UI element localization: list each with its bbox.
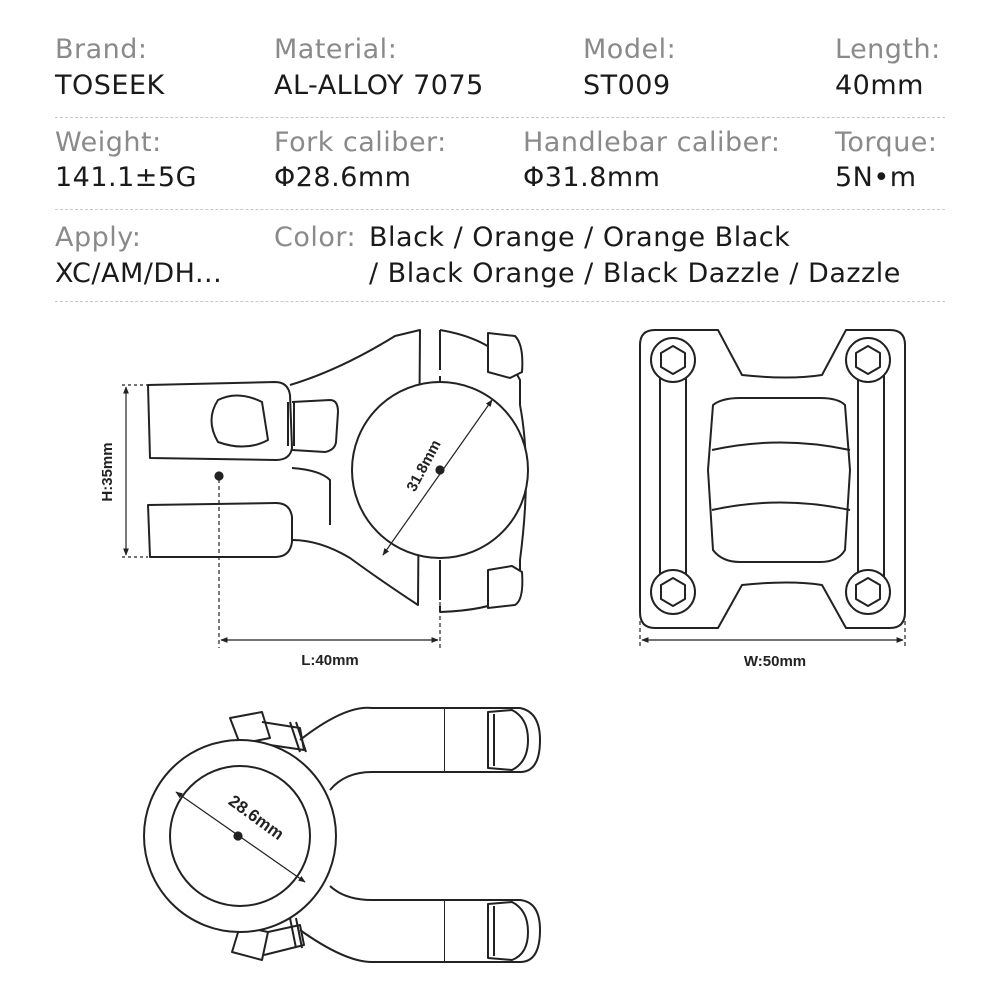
apply-label: Apply: (55, 222, 142, 253)
fork-caliber-label: Fork caliber: (274, 127, 447, 158)
weight-value: 141.1±5G (55, 162, 198, 193)
front-view (143, 706, 541, 963)
weight-label: Weight: (55, 127, 162, 158)
brand-label: Brand: (55, 34, 148, 65)
material-value: AL-ALLOY 7075 (274, 70, 484, 101)
torque-label: Torque: (835, 127, 938, 158)
color-value-line1: Black / Orange / Orange Black (369, 222, 791, 253)
model-label: Model: (583, 34, 677, 65)
model-value: ST009 (583, 70, 671, 101)
torque-value: 5N•m (835, 162, 917, 193)
apply-value: XC/AM/DH... (55, 258, 223, 289)
length-value: 40mm (835, 70, 924, 101)
brand-value: TOSEEK (55, 70, 165, 101)
side-view (147, 329, 529, 613)
fork-caliber-value: Φ28.6mm (274, 162, 412, 193)
handlebar-caliber-label: Handlebar caliber: (523, 127, 781, 158)
row-divider (55, 301, 945, 302)
width-dimension-label: W:50mm (744, 653, 806, 670)
length-dimension-label: L:40mm (301, 652, 359, 669)
color-label: Color: (274, 222, 357, 253)
row-divider (55, 117, 945, 118)
front-view-dimensions (175, 791, 306, 883)
side-view-dimensions (122, 384, 493, 648)
length-label: Length: (835, 34, 941, 65)
top-view-dimensions (639, 600, 906, 646)
top-view (639, 329, 906, 629)
color-value-line2: / Black Orange / Black Dazzle / Dazzle (369, 258, 901, 289)
row-divider (55, 209, 945, 210)
handlebar-caliber-value: Φ31.8mm (523, 162, 661, 193)
material-label: Material: (274, 34, 398, 65)
height-dimension-label: H:35mm (99, 442, 116, 501)
